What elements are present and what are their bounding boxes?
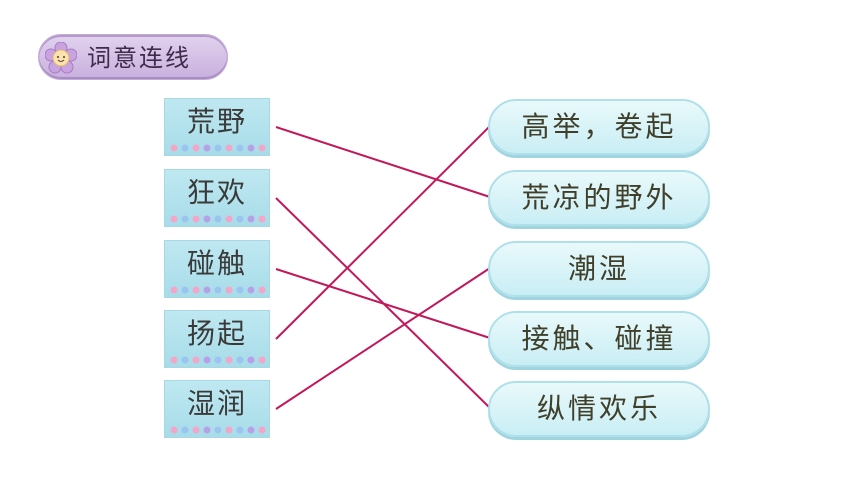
meaning-pill[interactable]: 荒凉的野外 <box>488 170 710 226</box>
match-line <box>275 268 491 339</box>
flower-border-decoration <box>170 144 266 152</box>
flower-border-decoration <box>170 426 266 434</box>
meaning-pill[interactable]: 高举，卷起 <box>488 99 710 155</box>
match-line <box>275 126 491 198</box>
section-title: 词意连线 <box>38 34 228 80</box>
word-text: 扬起 <box>186 317 247 350</box>
match-line <box>275 125 491 340</box>
flower-face-icon <box>45 42 77 74</box>
word-text: 荒野 <box>186 105 247 138</box>
flower-border-decoration <box>170 215 266 223</box>
meaning-pill[interactable]: 潮湿 <box>488 241 710 297</box>
meaning-text: 荒凉的野外 <box>521 181 677 214</box>
word-card[interactable]: 狂欢 <box>164 169 270 227</box>
title-text: 词意连线 <box>87 44 191 72</box>
meaning-pill[interactable]: 纵情欢乐 <box>488 381 710 437</box>
meaning-pill[interactable]: 接触、碰撞 <box>488 311 710 367</box>
word-card[interactable]: 荒野 <box>164 98 270 156</box>
word-text: 狂欢 <box>186 176 247 209</box>
meaning-text: 潮湿 <box>567 252 630 285</box>
match-line <box>275 267 491 410</box>
meaning-text: 高举，卷起 <box>521 110 677 143</box>
word-text: 湿润 <box>186 387 247 420</box>
word-card[interactable]: 扬起 <box>164 310 270 368</box>
meaning-text: 接触、碰撞 <box>521 322 677 355</box>
meaning-text: 纵情欢乐 <box>536 392 661 425</box>
flower-border-decoration <box>170 286 266 294</box>
word-card[interactable]: 湿润 <box>164 380 270 438</box>
word-card[interactable]: 碰触 <box>164 240 270 298</box>
word-text: 碰触 <box>186 247 247 280</box>
flower-border-decoration <box>170 356 266 364</box>
